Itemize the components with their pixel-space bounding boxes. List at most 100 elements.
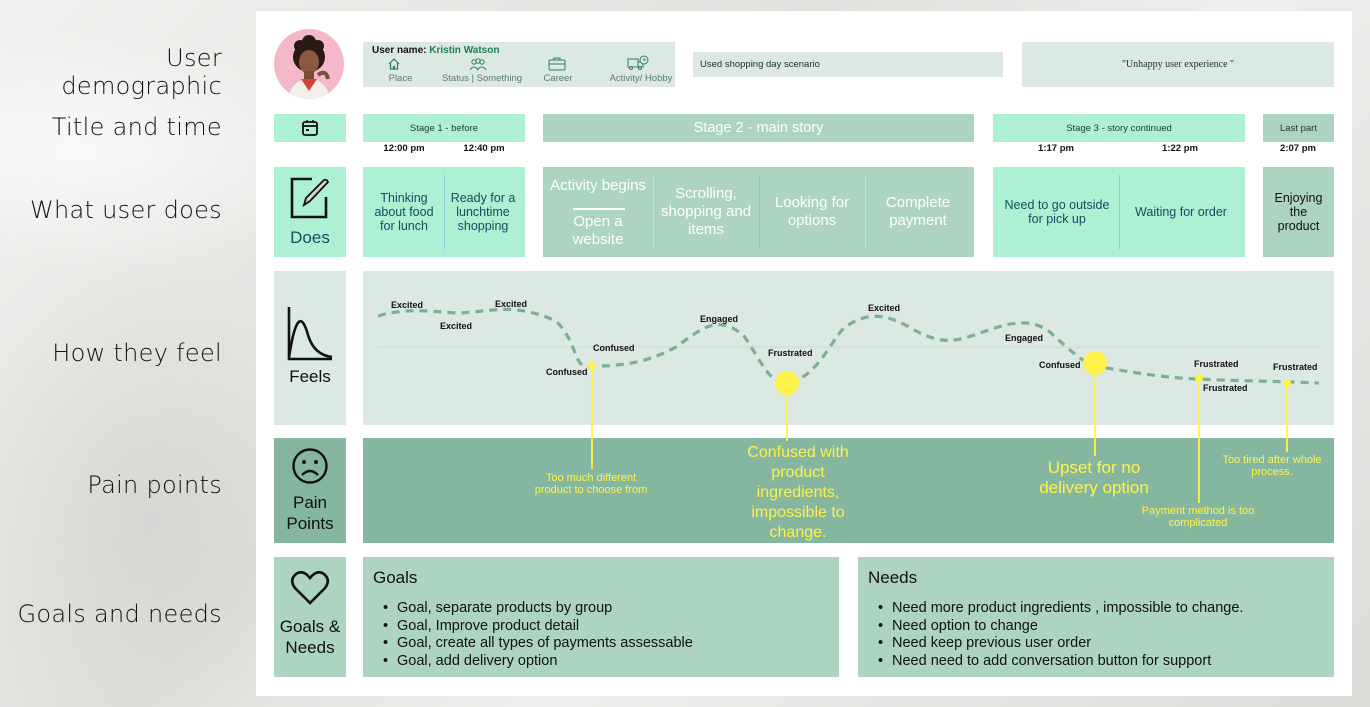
last-part-title: Last part [1280,122,1317,134]
does-stage-1: Thinking about food for lunch Ready for … [363,167,525,257]
quote-text: "Unhappy user experience " [1121,59,1235,70]
emotion-curve-line [377,307,1320,385]
feels-label: Feels [289,367,331,386]
time-label: 1:22 pm [1162,143,1198,154]
emotion-label: Frustrated [768,348,813,358]
quote-box: "Unhappy user experience " [1022,42,1334,87]
emotion-label: Excited [440,321,472,331]
stage-3-header: Stage 3 - story continued [993,114,1245,142]
time-label: 1:17 pm [1038,143,1074,154]
does-last: Enjoying the product [1263,167,1334,257]
needs-panel: Needs Need more product ingredients , im… [858,557,1334,677]
need-item: Need keep previous user order [878,635,1324,653]
goal-item: Goal, add delivery option [383,653,829,671]
pain-marker [775,371,799,395]
does-item: Looking for options [774,194,850,229]
avatar [274,29,344,99]
row-label-pain: Pain points [87,471,222,499]
pain-panel [363,438,1334,543]
emotion-curve-chart: Excited Excited Excited Confused Confuse… [377,299,1320,503]
scenario-box: Used shopping day scenario [693,52,1003,77]
needs-list: Need more product ingredients , impossib… [874,600,1324,670]
emotion-label: Engaged [700,314,738,324]
goal-item: Goal, create all types of payments asses… [383,635,829,653]
icon-label-career: Career [543,73,573,84]
goals-list: Goal, separate products by group Goal, I… [379,600,829,670]
stage-1-header: Stage 1 - before [363,114,525,142]
sad-face-icon [292,448,328,484]
does-item: Activity begins [550,177,646,194]
emotion-label: Engaged [1005,333,1043,343]
pain-label-line1: Pain [292,493,328,512]
goals-panel: Goals Goal, separate products by group G… [363,557,839,677]
emotion-label: Excited [868,303,900,313]
feels-label-cell: Feels [274,271,346,425]
emotion-label: Frustrated [1194,359,1239,369]
emotion-label: Frustrated [1273,362,1318,372]
need-item: Need more product ingredients , impossib… [878,600,1324,618]
does-item: Thinking about food for lunch [374,191,434,233]
pain-point-3: Upset for no delivery option [1039,458,1149,497]
time-label: 1:12 pm [901,143,937,154]
goals-label-line1: Goals & [279,617,341,636]
emotion-label: Excited [391,300,423,310]
user-info-panel: User name: Kristin Watson Place Status |… [363,42,675,87]
goals-label-line2: Needs [285,638,335,657]
home-icon [387,57,401,76]
last-part-header: Last part [1263,114,1334,142]
goal-item: Goal, separate products by group [383,600,829,618]
scenario-text: Used shopping day scenario [700,59,820,70]
pain-marker [1083,351,1107,375]
goals-label-cell: Goals & Needs [274,557,346,677]
does-label: Does [290,228,330,247]
does-item: Need to go outside for pick up [1004,198,1110,226]
pain-point-5: Too tired after whole process. [1222,454,1322,478]
time-label: 12:55 pm [577,143,617,154]
pain-marker [588,362,596,370]
does-item: Waiting for order [1135,205,1227,219]
emotion-label: Confused [593,343,635,353]
does-item: Complete payment [885,194,951,229]
does-item: Ready for a lunchtime shopping [450,191,516,233]
calendar-icon [302,120,318,136]
time-label: 12:00 pm [383,143,425,154]
pain-point-4: Payment method is too complicated [1141,505,1255,529]
calendar-cell [274,114,346,142]
row-label-does: What user does [29,196,222,224]
briefcase-icon [548,56,566,76]
does-item: Scrolling, shopping and items [660,185,752,238]
needs-title: Needs [868,568,918,587]
stage-3-title: Stage 3 - story continued [1066,122,1172,134]
journey-map-sheet: User name: Kristin Watson Place Status |… [256,11,1352,696]
does-stage-3: Need to go outside for pick up Waiting f… [993,167,1245,257]
pain-marker [1195,374,1203,382]
does-item: Enjoying the product [1274,191,1323,233]
truck-clock-icon [627,55,649,76]
does-label-cell: Does [274,167,346,257]
stage-2-title: Stage 2 - main story [693,120,824,136]
need-item: Need option to change [878,618,1324,636]
people-icon [469,57,487,76]
row-label-demographic: User demographic [61,44,222,100]
user-name-label: User name: [372,45,427,56]
time-label: 1:05 pm [686,143,722,154]
pain-label-cell: Pain Points [274,438,346,543]
emotion-label: Confused [1039,360,1081,370]
edit-note-icon [290,177,330,219]
emotion-label: Excited [495,299,527,309]
goal-item: Goal, Improve product detail [383,618,829,636]
pain-label-line2: Points [286,514,334,533]
emotion-curve-icon [287,307,333,361]
need-item: Need need to add conversation button for… [878,653,1324,671]
emotion-label: Frustrated [1203,383,1248,393]
heart-icon [290,570,330,605]
icon-label-place: Place [388,73,413,84]
row-label-goals: Goals and needs [17,600,222,628]
emotion-label: Confused [546,367,588,377]
does-item: Open a website [572,213,624,248]
icon-label-status: Status | Something [441,73,523,84]
stage-1-title: Stage 1 - before [409,122,479,134]
stage-2-header: Stage 2 - main story [543,114,974,142]
user-name: Kristin Watson [429,45,500,56]
pain-point-2: Confused with product ingredients, impos… [747,444,849,541]
